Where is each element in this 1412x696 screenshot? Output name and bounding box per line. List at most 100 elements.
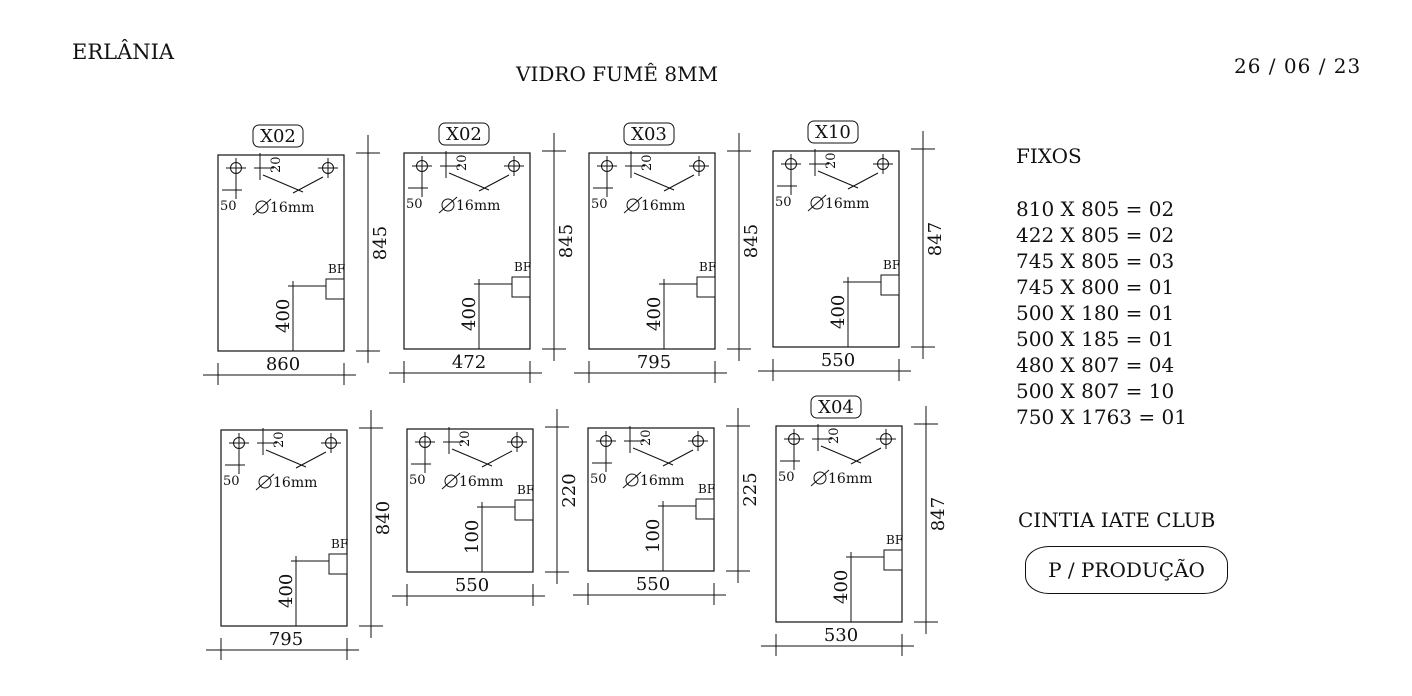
hole-icon	[689, 156, 709, 176]
diameter-circle	[810, 196, 824, 210]
panel-outline	[772, 150, 900, 348]
panel-tag: X03	[631, 124, 667, 145]
offset-50-label: 50	[778, 470, 795, 485]
diameter-circle	[441, 198, 455, 212]
height-label: 847	[925, 222, 946, 256]
width-label: 550	[821, 350, 855, 371]
notch-height-label: 100	[462, 520, 483, 554]
height-label: 225	[740, 472, 761, 506]
fixos-title: FIXOS	[1016, 144, 1082, 168]
hole-icon	[318, 158, 338, 178]
height-label: 845	[370, 226, 391, 260]
panel-tag-box	[807, 120, 859, 144]
project-name: CINTIA IATE CLUB	[1018, 508, 1216, 532]
diameter-slash	[255, 473, 275, 491]
panel-tag-box	[438, 122, 490, 146]
diameter-circle	[626, 198, 640, 212]
bf-label: BF	[328, 262, 345, 276]
offset-20-label: 20	[458, 430, 473, 447]
panel-outline	[775, 425, 903, 623]
notch-height-label: 400	[644, 297, 665, 331]
panel-tag: X02	[446, 124, 482, 145]
offset-20-label: 20	[824, 152, 839, 169]
hole-icon	[876, 429, 896, 449]
bf-label: BF	[698, 482, 715, 496]
bf-notch	[696, 276, 716, 298]
panel-tag: X10	[815, 122, 851, 143]
diameter-circle	[813, 471, 827, 485]
leader-line	[633, 172, 675, 191]
fixos-item: 745 X 800 = 01	[1016, 275, 1175, 299]
diameter-icon	[441, 472, 461, 490]
diameter-icon	[810, 469, 830, 487]
width-label: 860	[266, 354, 300, 375]
diameter-icon	[255, 473, 275, 491]
diameter-slash	[441, 472, 461, 490]
bf-label: BF	[331, 537, 348, 551]
diameter-slash	[810, 469, 830, 487]
client-name: ERLÂNIA	[72, 40, 175, 64]
offset-20-label: 20	[272, 431, 287, 448]
hole-icon	[873, 154, 893, 174]
height-label: 220	[559, 473, 580, 507]
fixos-item: 422 X 805 = 02	[1016, 223, 1175, 247]
diameter-label: 16mm	[825, 196, 869, 212]
notch-height-label: 400	[276, 574, 297, 608]
hole-icon	[412, 156, 432, 176]
leader-line	[262, 174, 304, 193]
diameter-label: 16mm	[459, 474, 503, 490]
diameter-slash	[623, 196, 643, 214]
offset-50-label: 50	[591, 197, 608, 212]
production-button[interactable]: P / PRODUÇÃO	[1025, 546, 1228, 594]
bf-notch	[883, 549, 903, 571]
offset-50-label: 50	[409, 473, 426, 488]
offset-50-label: 50	[775, 195, 792, 210]
hole-icon	[504, 156, 524, 176]
height-label: 845	[556, 224, 577, 258]
leader-line	[292, 176, 324, 194]
notch-height-label: 400	[459, 297, 480, 331]
hole-icon	[229, 433, 249, 453]
panel-tag-box	[810, 395, 862, 419]
diameter-icon	[623, 196, 643, 214]
offset-20-label: 20	[827, 427, 842, 444]
diameter-icon	[622, 471, 642, 489]
hole-icon	[415, 432, 435, 452]
hole-icon	[226, 158, 246, 178]
diameter-icon	[252, 198, 272, 216]
leader-line	[478, 174, 510, 192]
diameter-circle	[255, 200, 269, 214]
diameter-label: 16mm	[456, 198, 500, 214]
panel-outline	[217, 154, 345, 352]
hole-icon	[688, 431, 708, 451]
diameter-slash	[438, 196, 458, 214]
leader-line	[662, 449, 694, 467]
fixos-item: 500 X 180 = 01	[1016, 301, 1175, 325]
bf-notch	[695, 498, 715, 520]
notch-height-label: 100	[643, 519, 664, 553]
fixos-item: 750 X 1763 = 01	[1016, 405, 1187, 429]
width-label: 472	[452, 352, 486, 373]
width-label: 550	[636, 574, 670, 595]
bf-label: BF	[699, 260, 716, 274]
height-label: 847	[928, 497, 949, 531]
fixos-item: 745 X 805 = 03	[1016, 249, 1175, 273]
material-title: VIDRO FUMÊ 8MM	[516, 62, 719, 86]
panel-tag-box	[623, 122, 675, 146]
panel-outline	[588, 152, 716, 350]
notch-height-label: 400	[273, 299, 294, 333]
notch-height-label: 400	[828, 295, 849, 329]
diameter-circle	[258, 475, 272, 489]
bf-notch	[325, 278, 345, 300]
hole-icon	[321, 433, 341, 453]
offset-50-label: 50	[223, 474, 240, 489]
leader-line	[295, 451, 327, 469]
width-label: 550	[455, 575, 489, 596]
diameter-label: 16mm	[828, 471, 872, 487]
diameter-circle	[444, 474, 458, 488]
